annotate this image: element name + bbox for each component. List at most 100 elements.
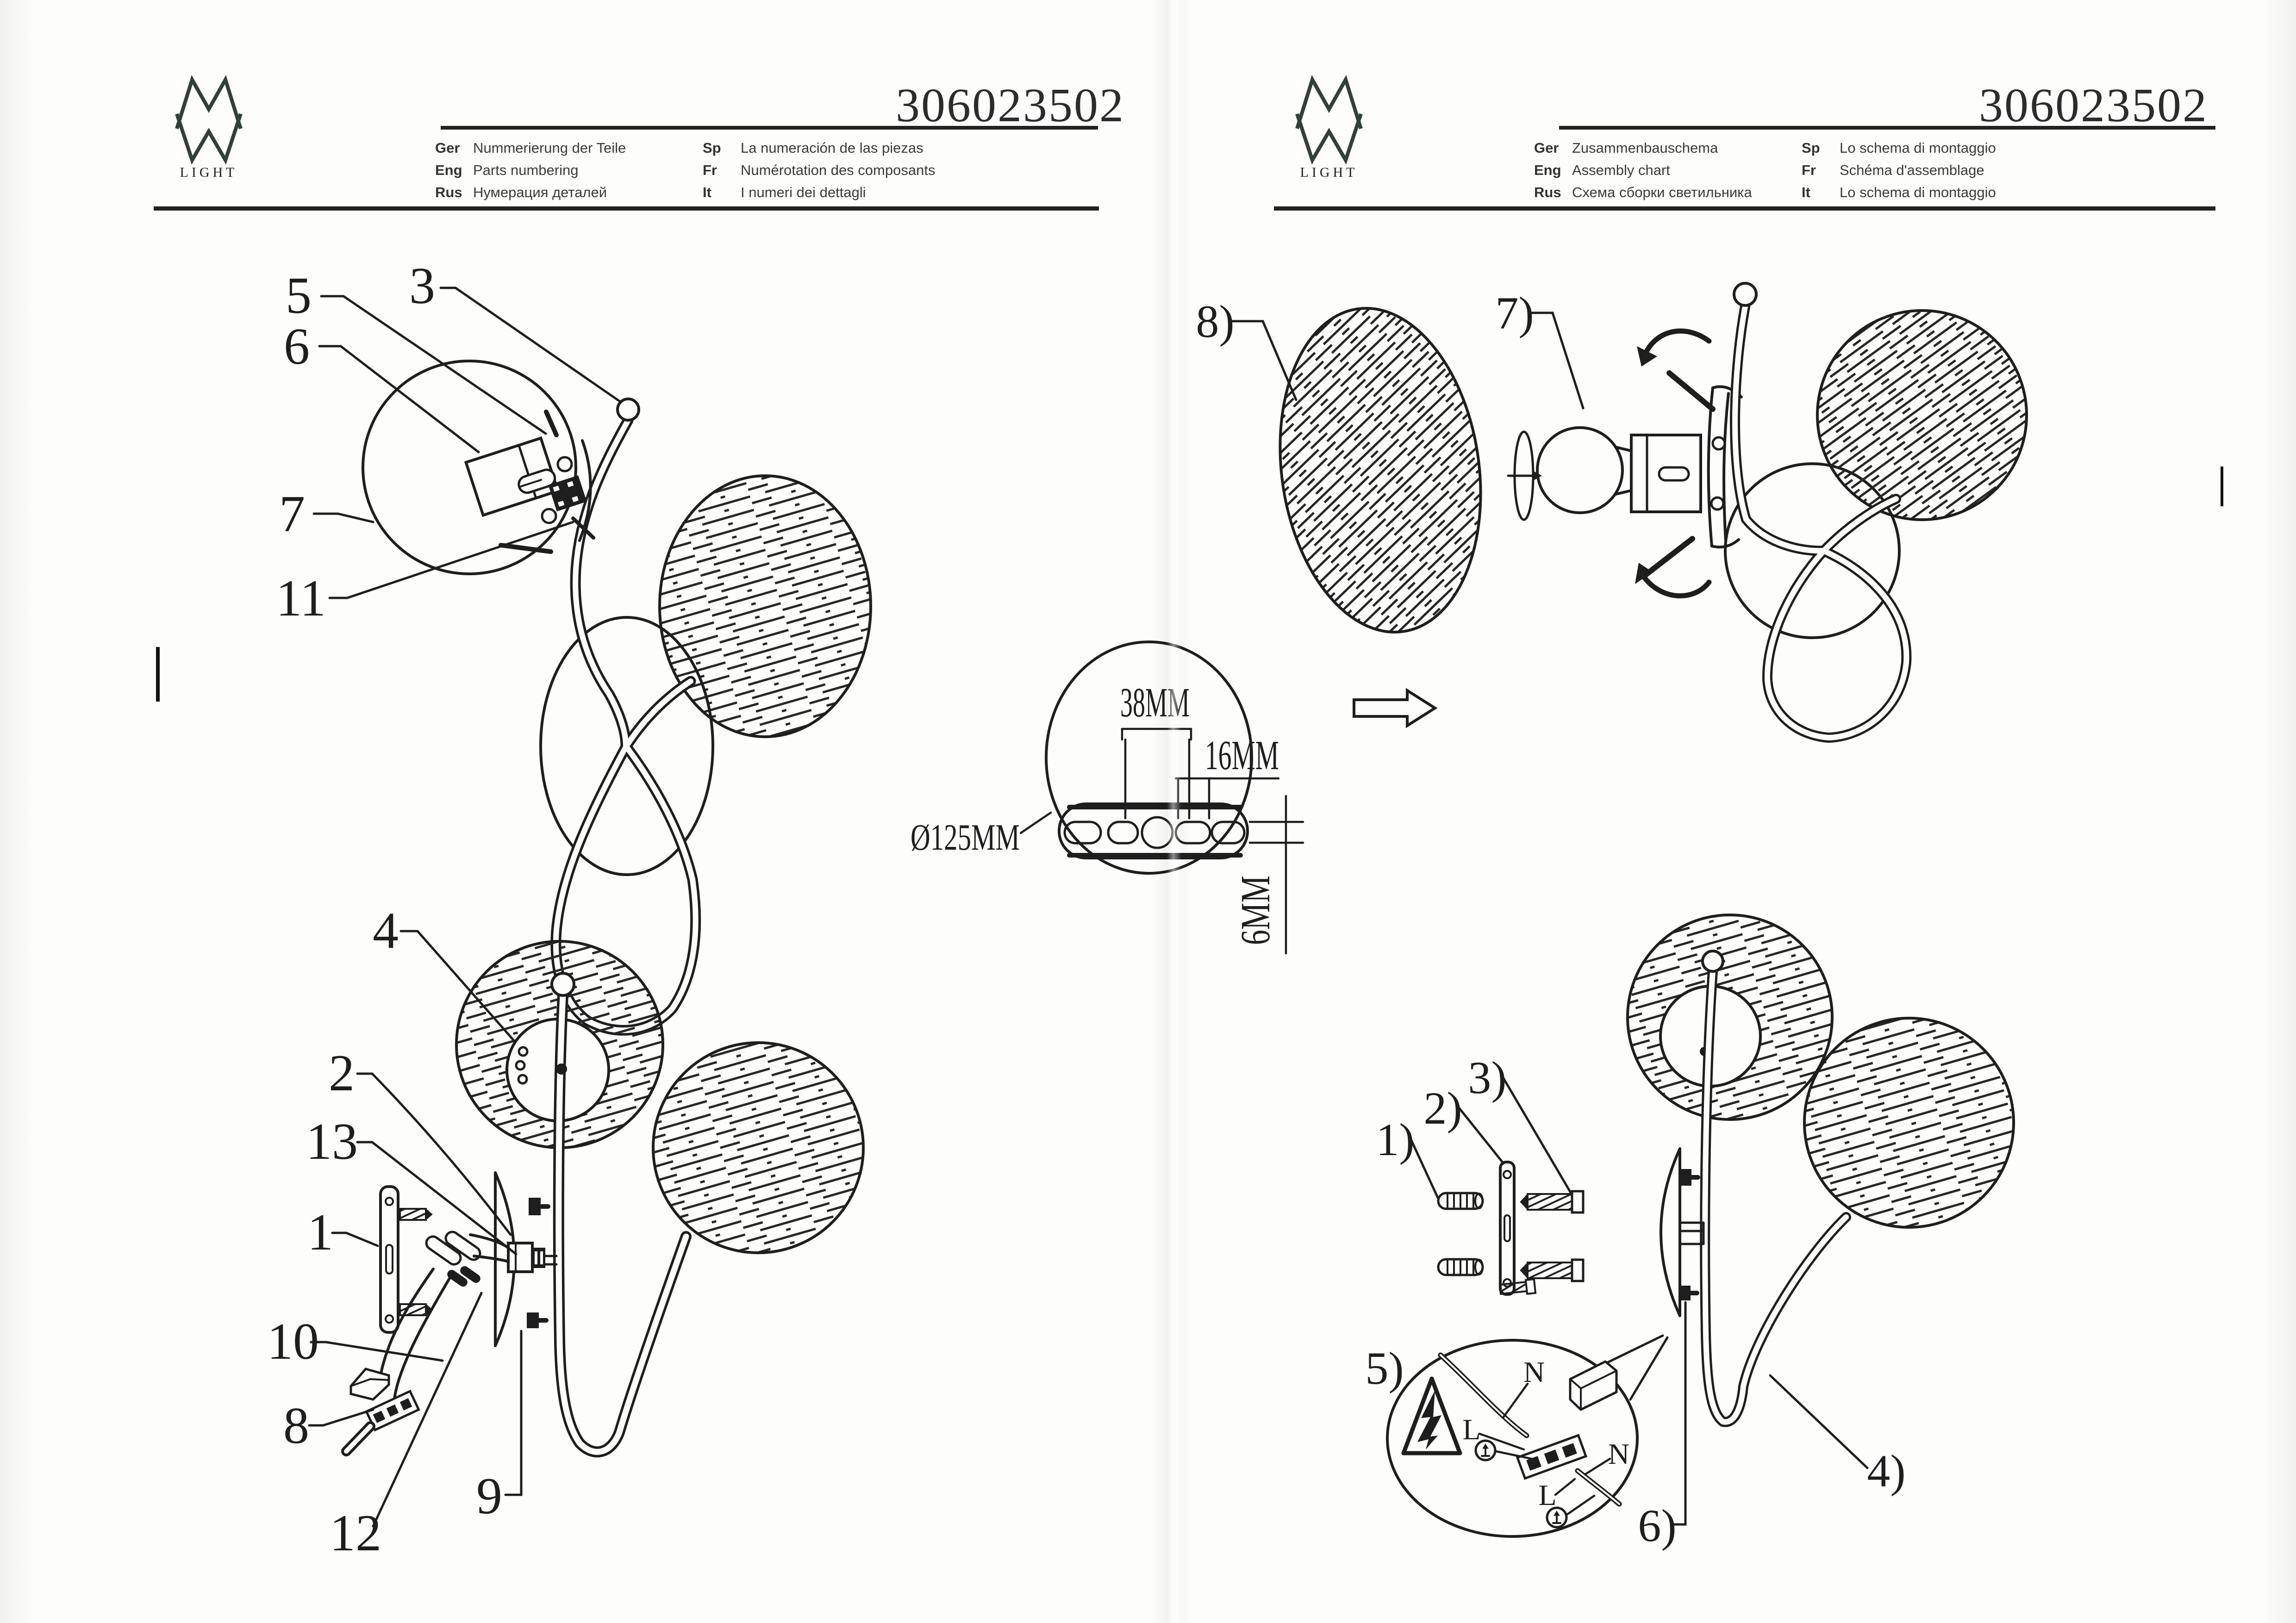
page-edge-right xyxy=(2264,0,2296,1623)
ground-symbols xyxy=(1474,1439,1568,1529)
mounting-bracket xyxy=(379,1185,399,1334)
lang-text: Zusammenbauschema xyxy=(1572,140,1718,156)
wiring xyxy=(377,1231,511,1400)
terminal-block xyxy=(365,1389,420,1432)
lamp-arm xyxy=(1730,301,1912,743)
socket-assembly xyxy=(464,410,595,554)
page-edge-left xyxy=(0,0,32,1623)
wire-label-l-bottom: L xyxy=(1538,1479,1556,1511)
step-label-7: 7) xyxy=(1495,287,1534,339)
step-label-3: 3) xyxy=(1468,1052,1506,1103)
lamp-arm xyxy=(550,415,701,1036)
wire-leaders xyxy=(1478,1382,1611,1516)
dim-16mm: 16MM xyxy=(1205,733,1279,778)
lamp-arm xyxy=(553,990,692,1458)
part-label-1: 1 xyxy=(307,1204,333,1261)
step-label-1: 1) xyxy=(1376,1114,1414,1165)
rotation-arrows xyxy=(1635,328,1712,598)
lang-code: Fr xyxy=(1802,162,1816,178)
glass-shade-outline xyxy=(362,360,577,575)
lang-code: Sp xyxy=(1802,140,1820,156)
channel-bracket xyxy=(1569,1360,1618,1411)
lang-text: Схема сборки светильника xyxy=(1572,184,1752,200)
detail-circle xyxy=(1045,640,1253,875)
diagram-parts-numbering-upper: 5 3 6 7 11 xyxy=(276,257,872,1036)
wire-label-n-top: N xyxy=(1523,1356,1545,1388)
dim-6mm: 6MM xyxy=(1233,876,1279,945)
header-rule-left-top xyxy=(441,126,1098,130)
step-label-6: 6) xyxy=(1638,1500,1676,1551)
cable-clip xyxy=(349,1368,390,1401)
glass-shade-step8 xyxy=(1279,307,1482,634)
plate-screws xyxy=(527,1198,550,1328)
part-label-3: 3 xyxy=(409,257,435,315)
brand-logo-right: LIGHT xyxy=(1295,75,1363,180)
rotation-axis-mark xyxy=(1507,430,1542,521)
lang-text: Schéma d'assemblage xyxy=(1840,162,1984,178)
part-label-6: 6 xyxy=(284,318,310,375)
leader-lines xyxy=(1229,311,1585,410)
diagram-parts-numbering-lower: 4 2 13 1 10 8 12 9 xyxy=(267,902,865,1562)
lang-code: Rus xyxy=(1534,184,1561,200)
diagram-mounting-plate-dimensions: 38MM 16MM Ø125MM 6MM xyxy=(911,640,1304,955)
wall-plugs xyxy=(1437,1192,1484,1276)
scan-artifacts xyxy=(156,466,2223,702)
logo-light-text: LIGHT xyxy=(1300,165,1358,180)
wire-label-l-top: L xyxy=(1462,1413,1480,1446)
lang-text: Lo schema di montaggio xyxy=(1840,184,1996,200)
lang-code: Sp xyxy=(703,140,721,156)
part-label-9: 9 xyxy=(476,1468,502,1525)
shade-clip xyxy=(556,456,573,473)
stem-hub xyxy=(556,1063,567,1075)
step-label-8: 8) xyxy=(1196,296,1234,347)
wire-label-n-bottom: N xyxy=(1608,1437,1629,1470)
brand-logo-left: LIGHT xyxy=(175,75,243,180)
header-rule-left-bottom xyxy=(154,206,1099,211)
lang-text: La numeración de las piezas xyxy=(741,140,923,156)
direction-arrow xyxy=(1353,688,1438,728)
finial-ball xyxy=(616,398,640,422)
logo-mw-mark xyxy=(1295,75,1363,165)
glass-shade-hatched xyxy=(1816,309,2028,521)
socket-connector xyxy=(548,475,587,512)
lang-text: Nummerierung der Teile xyxy=(473,140,626,156)
lang-text: Numérotation des composants xyxy=(741,162,936,178)
part-label-5: 5 xyxy=(286,267,312,324)
bracket-screws xyxy=(399,1208,433,1316)
lang-code: It xyxy=(703,184,711,200)
finial-ball xyxy=(1733,282,1758,307)
terminal-block xyxy=(1516,1434,1588,1480)
part-label-4: 4 xyxy=(373,902,399,959)
lamp-arm xyxy=(1700,966,1851,1427)
lang-code: Ger xyxy=(1534,140,1559,156)
finial-ball xyxy=(550,972,575,997)
diagram-assembly-upper: 8) 7) xyxy=(1196,282,2028,743)
part-label-2: 2 xyxy=(329,1045,355,1102)
wiring-detail-balloon xyxy=(1386,1339,1639,1538)
finial-ball xyxy=(1701,950,1724,973)
glass-shade-outline-lower xyxy=(539,616,714,876)
step-label-4: 4) xyxy=(1867,1445,1905,1497)
lang-code: Fr xyxy=(703,162,717,178)
lang-code: Ger xyxy=(435,140,460,156)
mounting-bracket xyxy=(1499,1161,1516,1296)
dim-38mm: 38MM xyxy=(1120,680,1190,726)
dim-diameter: Ø125MM xyxy=(911,817,1020,858)
product-number-right: 306023502 xyxy=(1979,79,2208,132)
lang-text: Lo schema di montaggio xyxy=(1840,140,1996,156)
part-label-11: 11 xyxy=(276,570,326,627)
glass-shade-hatched xyxy=(658,474,872,738)
diagram-assembly-lower: 1) 2) 3) 5) 6) 4) N L N L xyxy=(1365,914,2015,1551)
shade-clip xyxy=(541,508,557,524)
light-bulb xyxy=(1536,426,1640,514)
lang-code: Eng xyxy=(435,162,462,178)
lang-code: Rus xyxy=(435,184,462,200)
plate-screws xyxy=(1679,1169,1700,1300)
lang-code: Eng xyxy=(1534,162,1561,178)
socket-and-plate xyxy=(1630,370,1743,579)
part-label-13: 13 xyxy=(306,1113,358,1170)
step-label-2: 2) xyxy=(1423,1082,1462,1134)
